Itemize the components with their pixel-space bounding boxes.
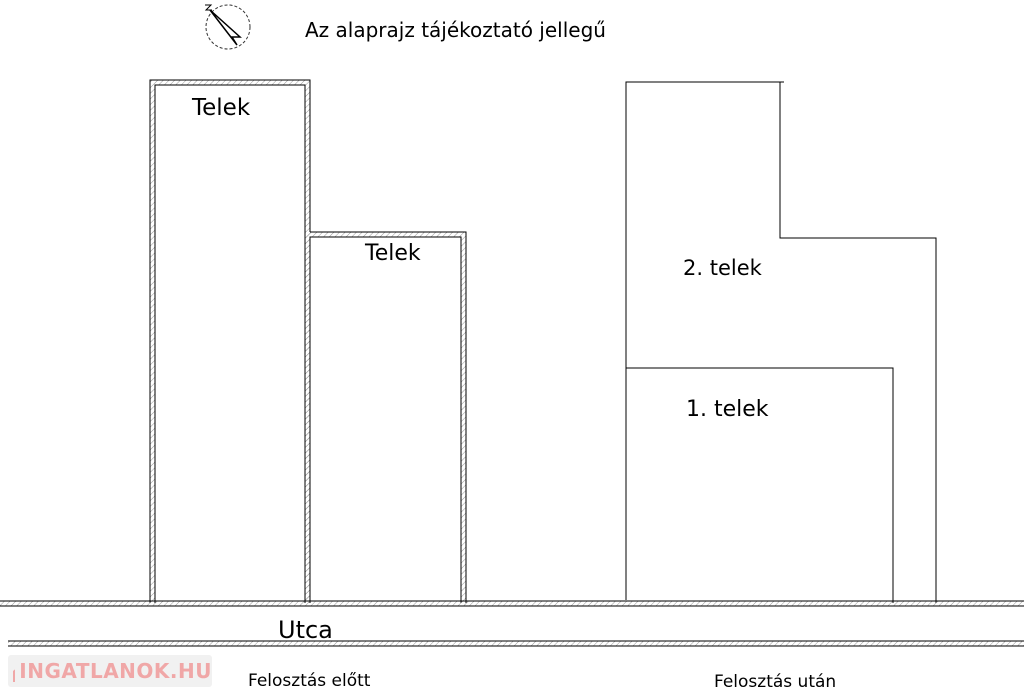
north-arrow-icon xyxy=(204,4,251,50)
plot-label-before-b: Telek xyxy=(365,241,421,266)
street-label: Utca xyxy=(278,616,333,644)
plot-label-before-a: Telek xyxy=(192,95,251,121)
watermark-text: INGATLANOK.HU xyxy=(19,659,212,683)
street xyxy=(0,600,1024,647)
plot-before-b xyxy=(305,231,467,603)
plots-after xyxy=(625,81,937,603)
disclaimer-note: Az alaprajz tájékoztató jellegű xyxy=(305,18,606,42)
plot-label-after-1: 1. telek xyxy=(686,397,769,422)
plot-label-after-2: 2. telek xyxy=(683,256,762,280)
house-icon xyxy=(13,669,16,682)
caption-after: Felosztás után xyxy=(714,672,837,692)
plot-before-a xyxy=(149,79,311,603)
caption-before: Felosztás előtt xyxy=(248,671,371,691)
watermark-logo: INGATLANOK.HU xyxy=(8,655,212,687)
